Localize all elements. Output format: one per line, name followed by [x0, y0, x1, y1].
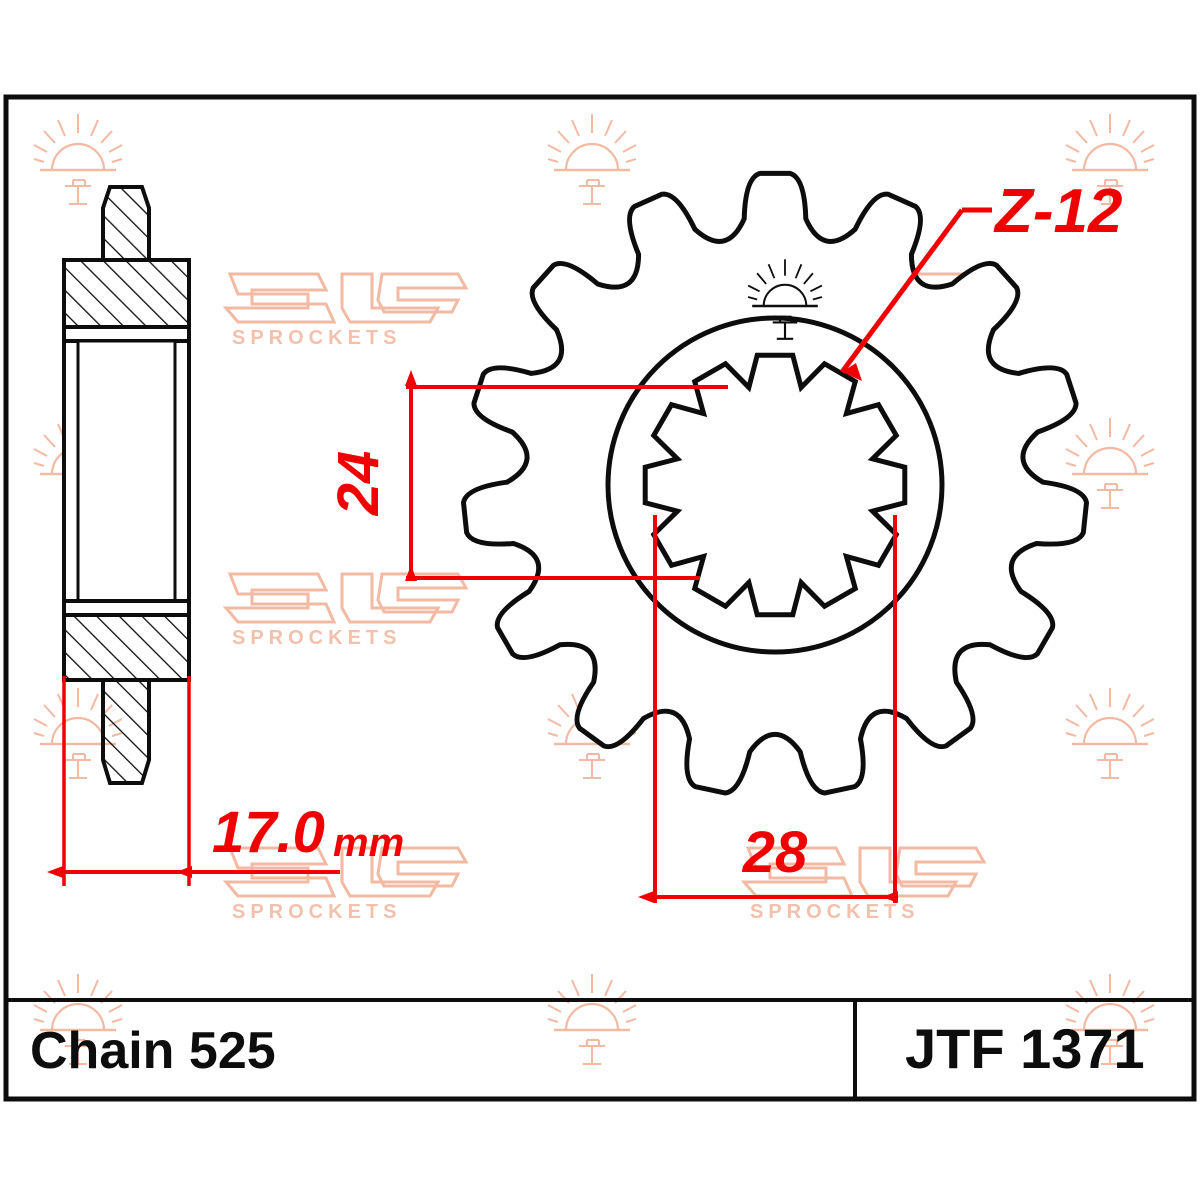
bore-dimension-vertical — [405, 370, 728, 581]
chain-label: Chain 525 — [30, 1022, 276, 1080]
thickness-value: 17.0 — [212, 800, 325, 865]
spline-leader — [839, 207, 992, 381]
thickness-dimension — [47, 676, 340, 886]
bore-dimension-label: 24 — [326, 451, 391, 517]
part-number: JTF 1371 — [905, 1017, 1145, 1080]
cross-section-side-view — [62, 185, 191, 785]
hub-dimension-label: 28 — [742, 820, 808, 885]
thickness-unit: mm — [333, 821, 404, 865]
spline-teeth-label: Z-12 — [993, 177, 1122, 246]
sheet-border — [3, 94, 1197, 1102]
sun-logo-center-icon — [747, 259, 823, 340]
sprocket-inner-spline — [642, 352, 908, 618]
hub-dimension-horizontal — [638, 515, 898, 903]
hub-circle — [605, 315, 945, 655]
sprocket-geometry — [461, 170, 1089, 796]
